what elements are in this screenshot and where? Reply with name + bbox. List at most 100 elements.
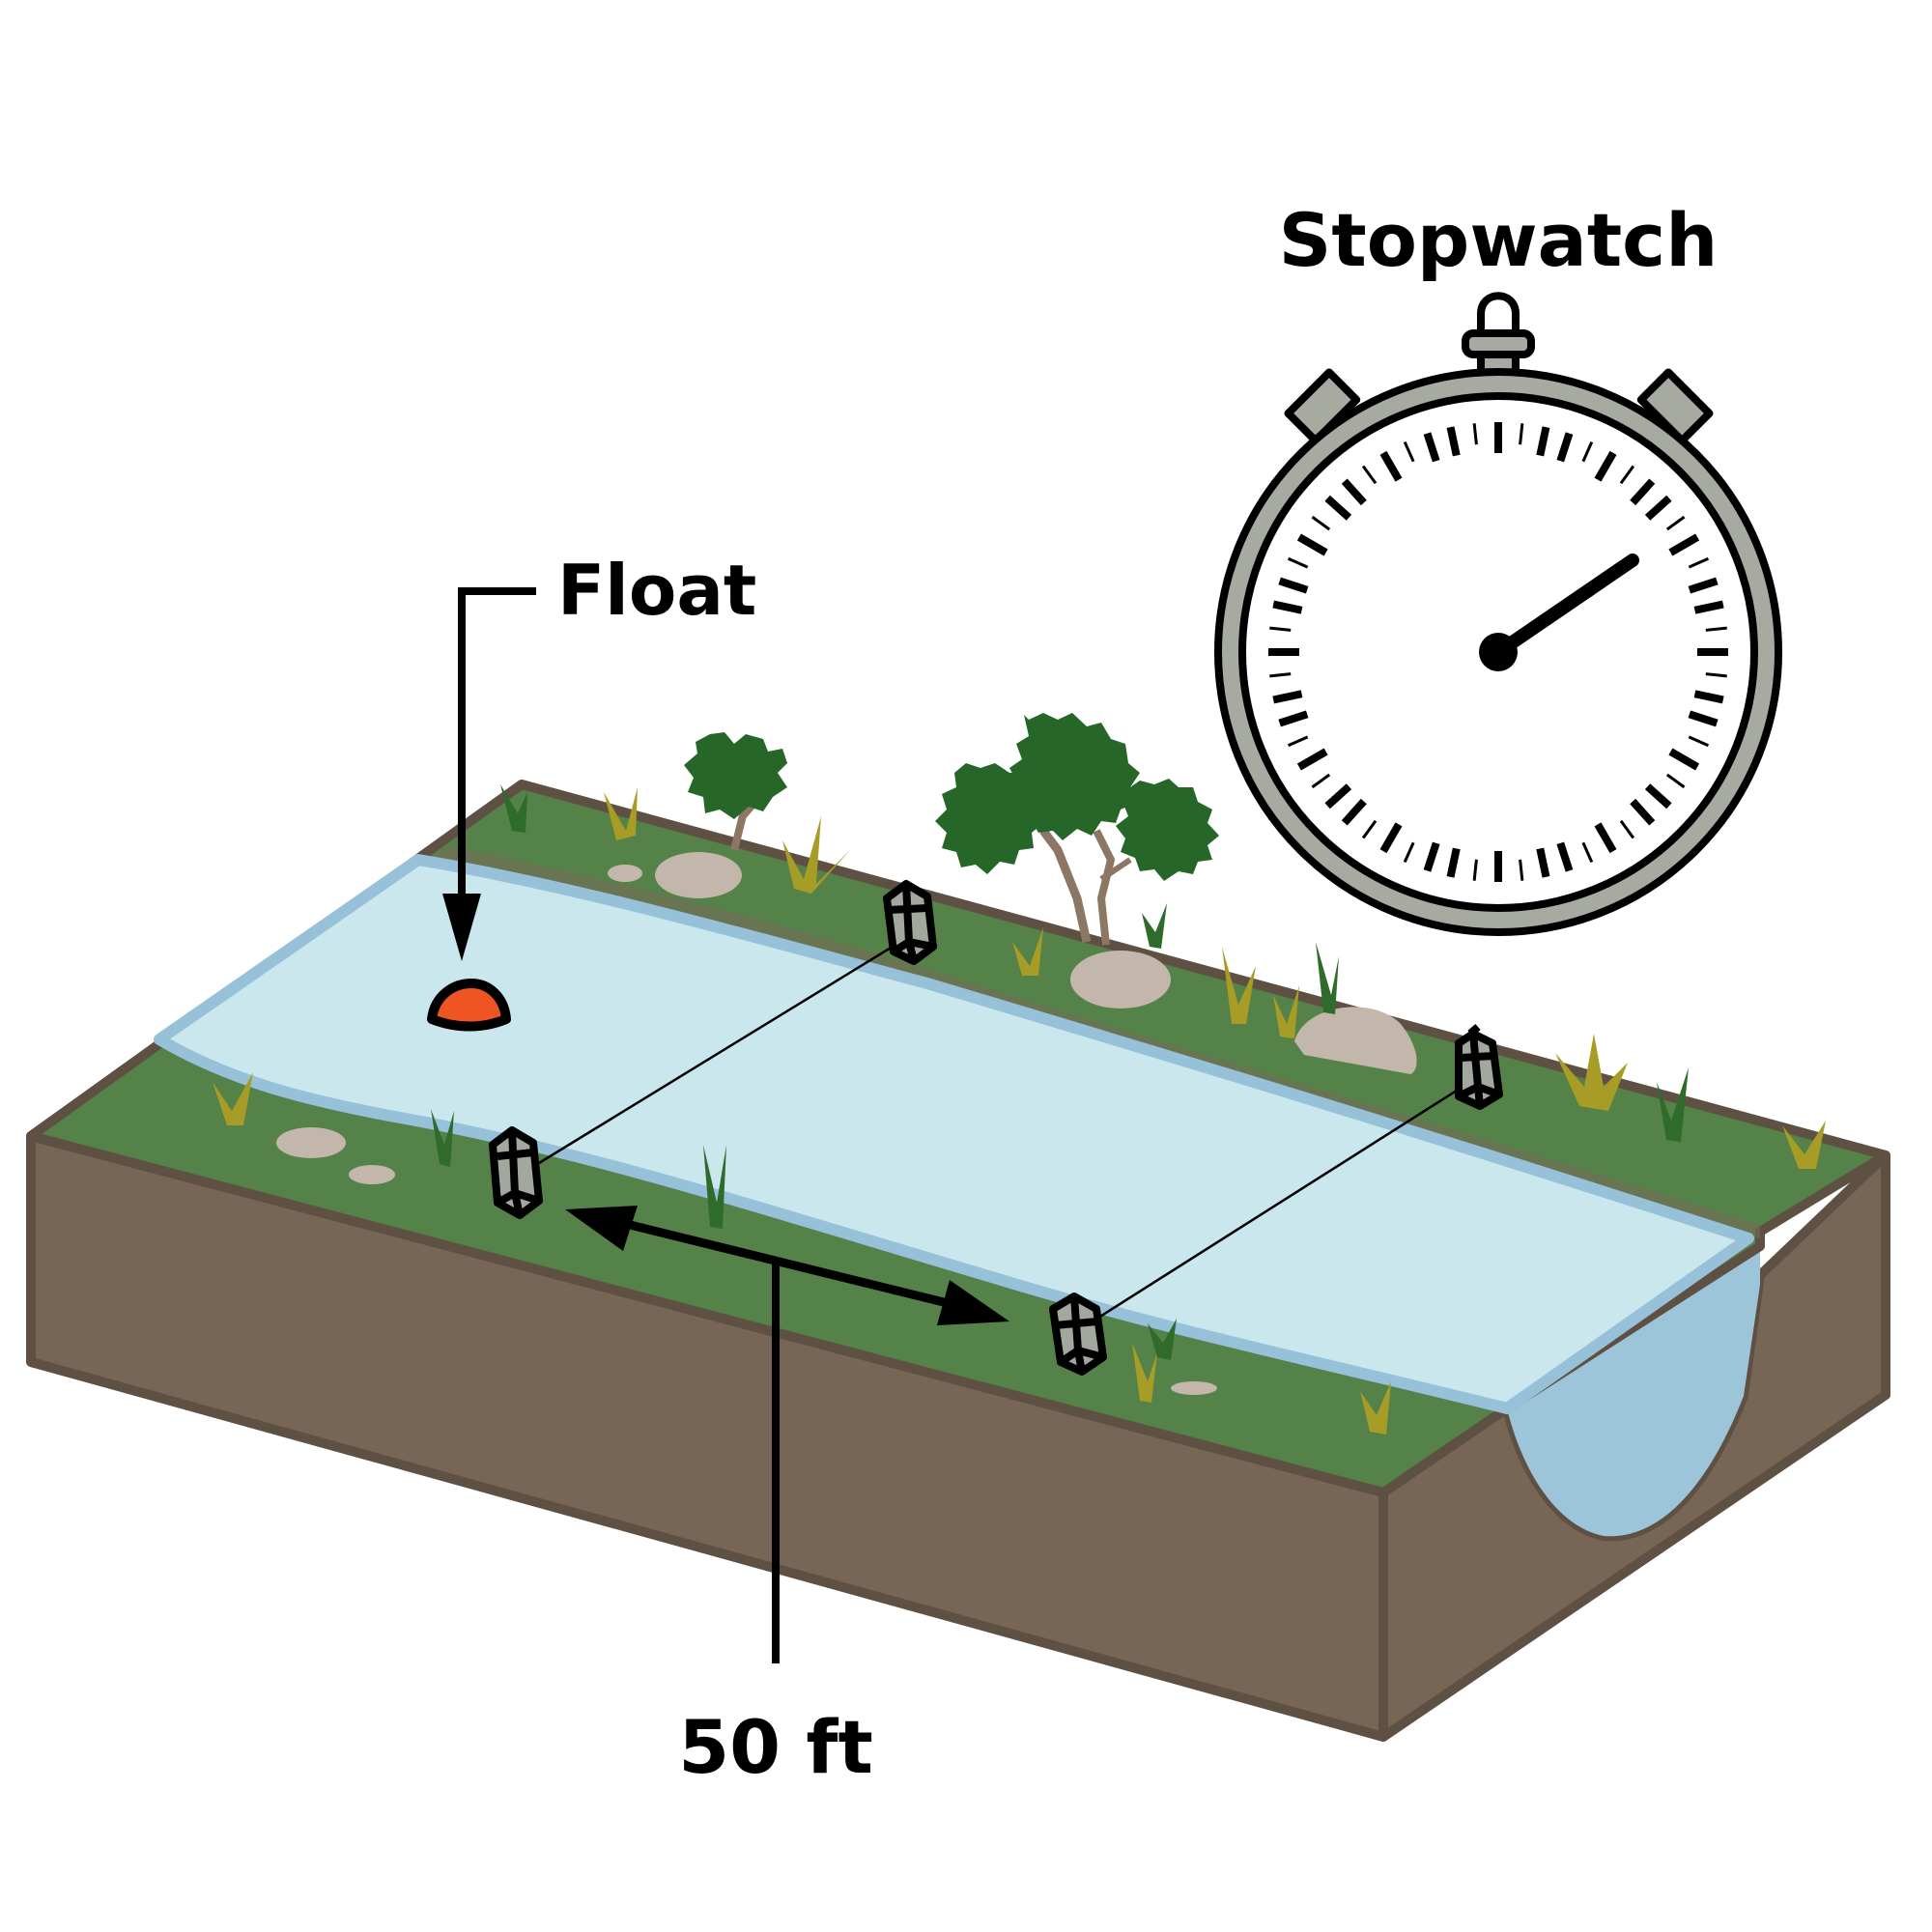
stopwatch-tick bbox=[1519, 423, 1524, 445]
grass-tuft-icon bbox=[1148, 1319, 1177, 1360]
grass-tuft-icon bbox=[1273, 985, 1299, 1038]
stopwatch-tick bbox=[1594, 450, 1617, 482]
survey-stake-icon bbox=[1455, 1023, 1503, 1110]
grass-tuft-icon bbox=[500, 784, 527, 833]
upstream-sight-line bbox=[521, 940, 901, 1176]
stopwatch-tick bbox=[1556, 432, 1574, 463]
stopwatch-tick bbox=[1287, 735, 1309, 748]
float-callout: Float bbox=[442, 550, 756, 961]
stopwatch-tick bbox=[1272, 600, 1303, 614]
grass-tuft-icon bbox=[1222, 947, 1256, 1024]
survey-stake-icon bbox=[489, 1126, 543, 1219]
stopwatch-tick bbox=[1665, 773, 1686, 789]
stopwatch-tick bbox=[1619, 465, 1635, 485]
stopwatch-tick bbox=[1423, 432, 1440, 463]
landscape-block bbox=[26, 713, 1890, 1742]
river bbox=[154, 854, 1754, 1414]
stopwatch-tick bbox=[1556, 841, 1574, 872]
grass-tuft-icon bbox=[1132, 1343, 1157, 1403]
stopwatch-tick bbox=[1472, 859, 1478, 881]
stopwatch-tick bbox=[1269, 672, 1292, 678]
downstream-sight-line bbox=[1076, 1080, 1471, 1333]
grass-tufts bbox=[213, 787, 1826, 1435]
stopwatch-hub bbox=[1479, 633, 1518, 671]
stopwatch-tick bbox=[1630, 798, 1656, 826]
grass-tufts-dark bbox=[431, 784, 1689, 1360]
stopwatch-ticks bbox=[1268, 422, 1728, 882]
stopwatch-tick bbox=[1296, 748, 1328, 771]
stopwatch-tick bbox=[1287, 556, 1309, 569]
stopwatch-tick bbox=[1644, 495, 1672, 521]
distance-annotation: 50 ft bbox=[565, 1206, 1009, 1790]
stopwatch-tick bbox=[1581, 440, 1594, 463]
grass-tuft-icon bbox=[1657, 1067, 1689, 1142]
stopwatch-tick bbox=[1446, 847, 1461, 878]
stopwatch-tick bbox=[1379, 822, 1403, 854]
stopwatch-tick bbox=[1272, 690, 1303, 704]
grass-tuft-icon bbox=[213, 1072, 253, 1125]
tree-icon bbox=[935, 713, 1219, 946]
stopwatch-tick bbox=[1693, 600, 1724, 614]
stopwatch-tick bbox=[1644, 783, 1672, 810]
stopwatch-tick bbox=[1311, 773, 1331, 789]
stopwatch-tick bbox=[1446, 426, 1461, 457]
rock-icon bbox=[1171, 1381, 1217, 1395]
grass-tuft-icon bbox=[1360, 1381, 1391, 1435]
grass-tuft-icon bbox=[1782, 1121, 1826, 1169]
stopwatch-tick bbox=[1619, 819, 1635, 839]
stopwatch-tick bbox=[1705, 626, 1727, 632]
stopwatch-tick bbox=[1688, 556, 1710, 569]
stopwatch-tick bbox=[1361, 465, 1378, 485]
stopwatch-tick bbox=[1341, 798, 1367, 826]
grass-tuft-icon bbox=[1555, 1034, 1628, 1111]
stopwatch-tick bbox=[1693, 690, 1724, 704]
grass-tuft-icon bbox=[703, 1145, 726, 1229]
stopwatch-tick bbox=[1668, 533, 1700, 556]
rock-icon bbox=[608, 865, 642, 882]
distance-arrow-right bbox=[937, 1280, 1009, 1325]
distance-label: 50 ft bbox=[678, 1704, 873, 1790]
rock-icon bbox=[1294, 1007, 1417, 1074]
tree-icon bbox=[684, 732, 787, 851]
float-icon bbox=[427, 979, 511, 1032]
stopwatch-tick bbox=[1630, 478, 1656, 506]
grass-tuft-icon bbox=[604, 787, 638, 840]
stopwatch-tick bbox=[1472, 423, 1478, 445]
stopwatch-tick bbox=[1278, 710, 1309, 727]
stopwatch-tick bbox=[1536, 426, 1550, 457]
stopwatch-icon bbox=[1214, 292, 1782, 936]
stopwatch-tick bbox=[1668, 748, 1700, 771]
float-label: Float bbox=[557, 550, 756, 631]
stopwatch-tick bbox=[1341, 478, 1367, 506]
stopwatch-tick bbox=[1324, 495, 1352, 521]
channel-cross-section bbox=[1507, 1246, 1760, 1537]
stopwatch-tick bbox=[1536, 847, 1550, 878]
stopwatch-tick bbox=[1423, 841, 1440, 872]
rock-icon bbox=[349, 1165, 395, 1184]
survey-stake-icon bbox=[883, 880, 937, 965]
grass-tuft-icon bbox=[1316, 942, 1339, 1014]
stopwatch-tick bbox=[1519, 859, 1524, 881]
stopwatch-tick bbox=[1688, 735, 1710, 748]
stopwatch-tick bbox=[1403, 440, 1415, 463]
stopwatch-tick bbox=[1324, 783, 1352, 810]
grass-tuft-icon bbox=[1142, 903, 1167, 949]
stopwatch-tick bbox=[1379, 450, 1403, 482]
stopwatch-hand bbox=[1492, 554, 1639, 659]
stopwatch-tick bbox=[1594, 822, 1617, 854]
stopwatch-tick bbox=[1688, 577, 1719, 594]
stopwatch-tick bbox=[1403, 841, 1415, 864]
survey-stakes bbox=[489, 880, 1503, 1376]
float-arrow-head bbox=[442, 894, 481, 961]
grass-tuft-icon bbox=[431, 1109, 454, 1167]
stopwatch-tick bbox=[1705, 672, 1727, 678]
stopwatch-tick bbox=[1361, 819, 1378, 839]
stopwatch-tick bbox=[1688, 710, 1719, 727]
distance-arrow-left bbox=[565, 1206, 638, 1251]
grass-tuft-icon bbox=[1012, 927, 1043, 976]
rock-icon bbox=[655, 852, 742, 898]
stopwatch-label: Stopwatch bbox=[1279, 197, 1719, 283]
stopwatch-tick bbox=[1296, 533, 1328, 556]
stopwatch-tick bbox=[1665, 515, 1686, 531]
